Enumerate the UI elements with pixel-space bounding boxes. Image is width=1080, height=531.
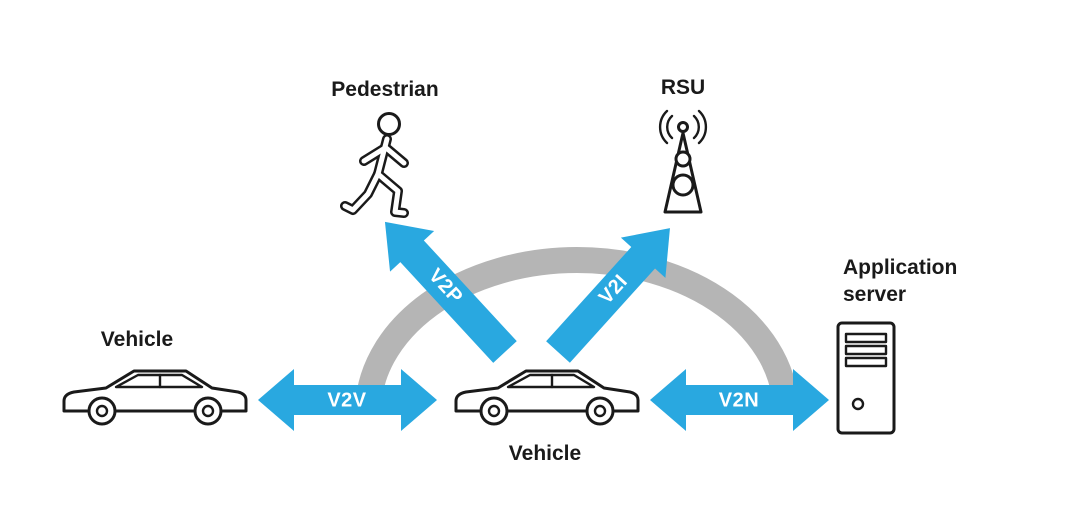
v2n-arrow: V2N [650,369,829,431]
v2v-arrow: V2V [258,369,437,431]
rsu-mast [663,131,703,214]
pedestrian-head [377,112,401,136]
server-power-button [851,397,865,411]
pedestrian-icon [340,112,409,218]
background-arc [355,247,799,413]
application-server-icon [836,321,896,435]
vehicle-center-icon [454,369,640,426]
rsu-wave-left-outer [658,109,669,145]
vehicle-center-label: Vehicle [508,442,582,465]
v2i-arrow [546,228,670,363]
server-slot-2 [844,344,888,356]
v2v-arrow-shape [258,369,437,431]
rsu-circle-small [674,150,692,168]
application-server-label: Application server [843,256,958,307]
rsu-wave-left-inner [666,114,674,140]
v2i-arrow-shape [546,228,670,363]
pedestrian-label: Pedestrian [331,78,439,101]
server-slot-1 [844,332,888,344]
vehicle-left-icon [62,369,248,426]
rsu-icon [658,109,708,214]
rsu-wave-right-outer [697,109,708,145]
server-slot-3 [844,356,888,368]
v2p-arrow [384,221,517,363]
rsu-label: RSU [660,76,706,99]
v2v-label: V2V [327,389,366,411]
rsu-circle-large [671,173,695,197]
rsu-top-dot [677,121,689,133]
vehicle-left-label: Vehicle [100,328,174,351]
v2n-label: V2N [719,389,759,411]
v2p-arrow-shape [384,221,517,363]
v2n-arrow-shape [650,369,829,431]
rsu-wave-right-inner [692,114,700,140]
